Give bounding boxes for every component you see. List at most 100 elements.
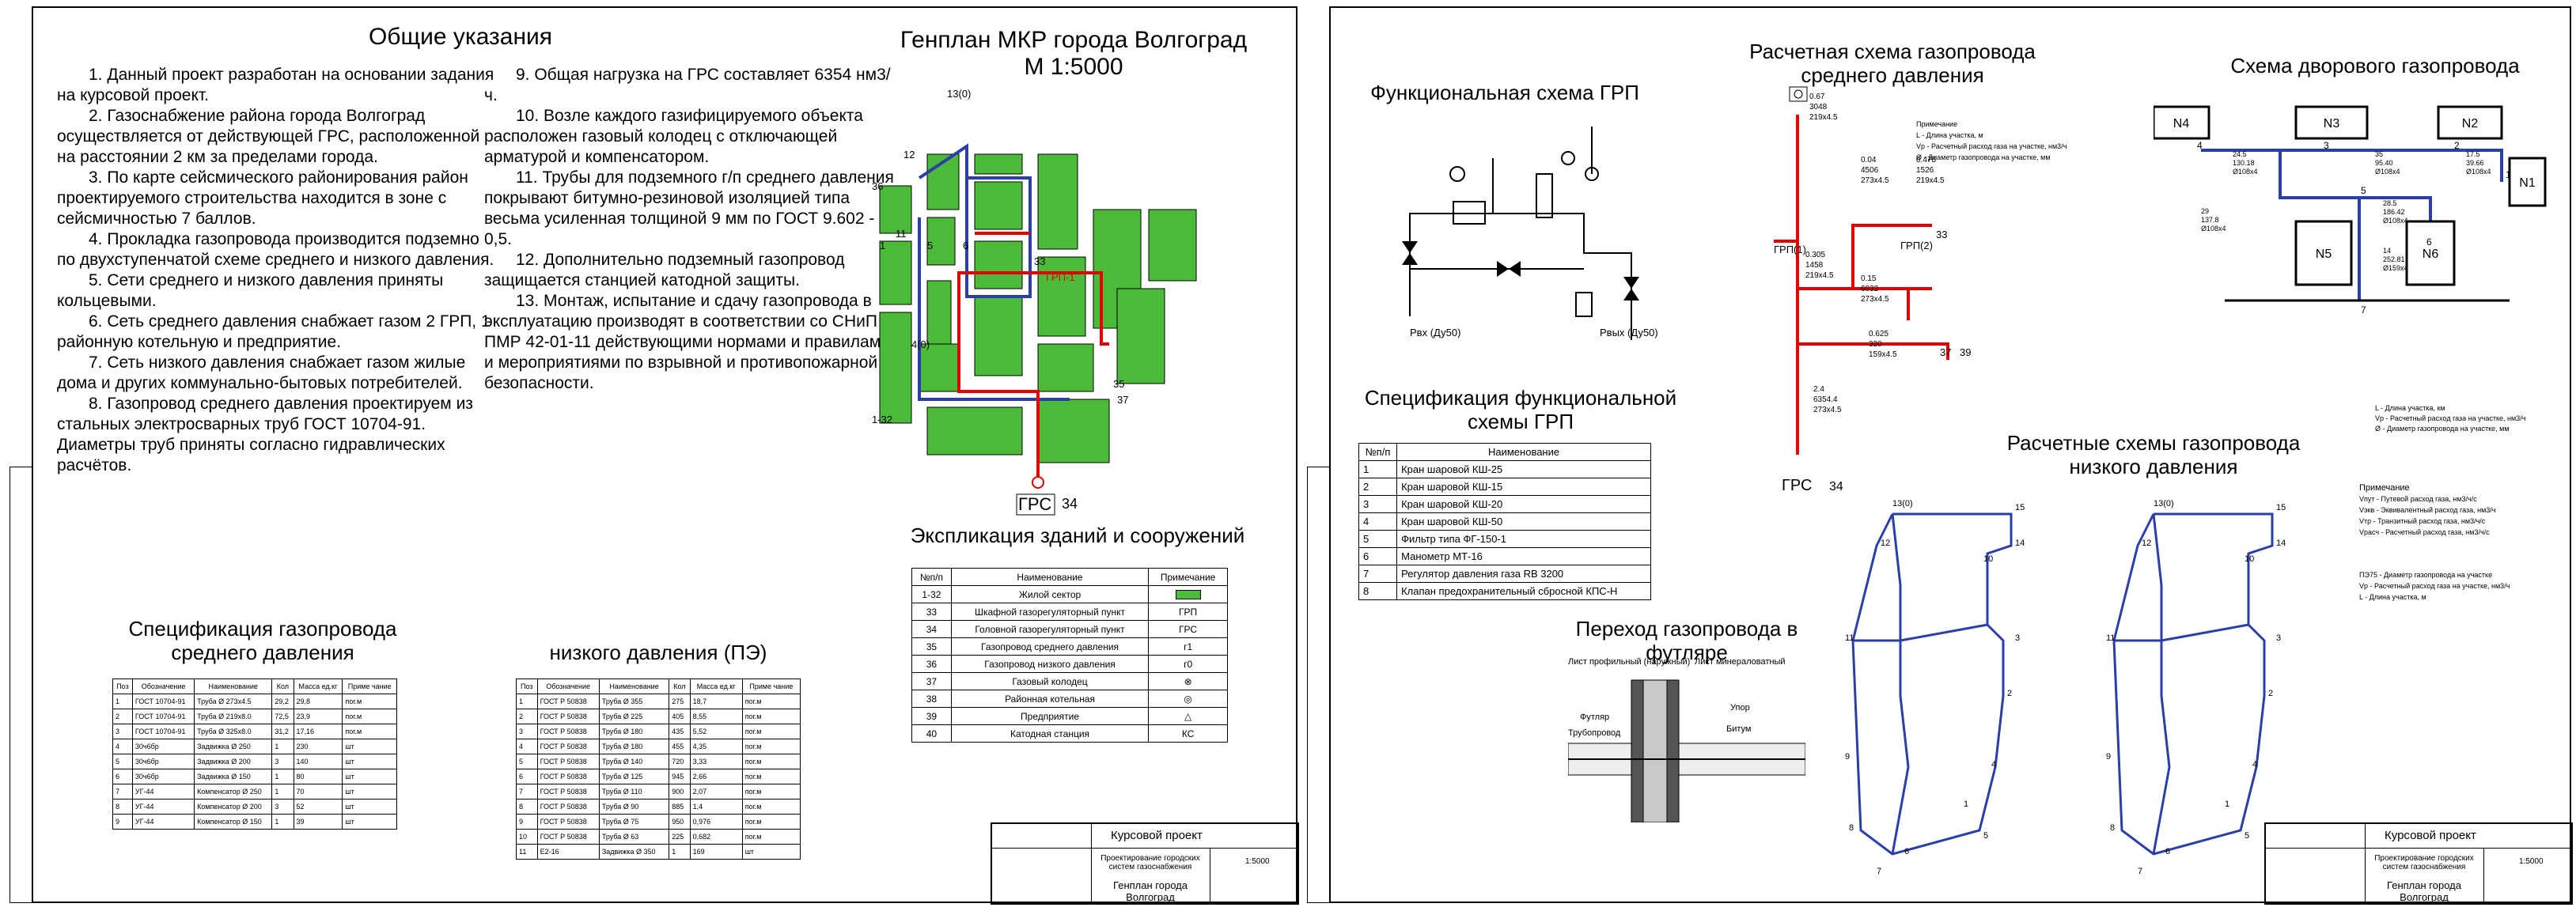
spec-low-cell: 10 — [516, 829, 538, 845]
spec-mid-cell: 17,16 — [293, 724, 343, 739]
spec-low-cell: 2,07 — [689, 784, 743, 799]
yard-seg-label: 28.5 — [2383, 199, 2397, 207]
stamp-grid-rv — [2365, 824, 2366, 903]
spec-mid-cell: шт — [342, 784, 397, 799]
binding-strip — [9, 467, 33, 903]
yard-building — [2294, 105, 2369, 140]
spec-mid-header: Кол — [271, 679, 294, 694]
binding-strip-right — [1307, 467, 1331, 903]
spec-low-cell: пог.м — [741, 829, 801, 845]
plan-label-grp1: ГРП-1 — [1046, 271, 1075, 283]
spec-mid-cell: 7 — [112, 784, 133, 799]
low-node-label: 7 — [1877, 867, 1881, 876]
yard-seg-label: Ø108x4 — [2233, 168, 2258, 176]
spec-mid-cell: 70 — [293, 784, 343, 799]
low-node-label: 2 — [2007, 689, 2012, 698]
green-swatch — [1175, 590, 1201, 600]
spec-low-title: низкого давления (ПЭ) — [549, 641, 767, 664]
spec-low-cell: 8,55 — [689, 709, 743, 724]
building-block — [974, 240, 1023, 289]
expl-cell — [1148, 585, 1228, 603]
medium-pressure-main — [957, 271, 1109, 478]
low-node-label: 12 — [2142, 539, 2151, 548]
low-node-label: 4 — [1991, 760, 1996, 769]
low-node-label: 11 — [2106, 633, 2115, 643]
stamp-grid-r — [2266, 848, 2570, 849]
yard-building-label: N5 — [2316, 248, 2332, 261]
yard-title: Схема дворового газопровода — [2230, 54, 2520, 77]
stamp-sheet-name-r: Генплан города Волгоград — [2387, 879, 2461, 903]
spec-low-cell: ГОСТ Р 50838 — [536, 724, 600, 739]
spec-mid-cell: 3 — [112, 724, 133, 739]
yard-building-label: N3 — [2324, 117, 2340, 130]
spec-mid-cell: 30ч6бр — [131, 769, 195, 784]
spec-low-cell: 18,7 — [689, 694, 743, 709]
building-block — [974, 153, 1023, 175]
mid-top-node — [1789, 86, 1808, 102]
spec-grp-cell: 8 — [1358, 582, 1398, 600]
plan-label-11: 11 — [896, 228, 907, 240]
spec-low-cell: 405 — [669, 709, 691, 724]
yard-legend-d: Ø - Диаметр газопровода на участке, мм — [2375, 425, 2510, 433]
spec-mid-cell: 1 — [271, 814, 294, 830]
spec-low-cell: ГОСТ Р 50838 — [536, 784, 600, 799]
title-block-right: Курсовой проект Проектирование городских… — [2264, 822, 2573, 905]
spec-mid-cell: шт — [342, 799, 397, 815]
expl-cell: ⊗ — [1148, 672, 1228, 690]
low-node-label: 1 — [1964, 799, 1968, 809]
spec-mid-cell: шт — [342, 769, 397, 784]
note-b-3: 12. Дополнительно подземный газопровод з… — [484, 251, 845, 289]
low-node-label: 6 — [2165, 847, 2170, 856]
mid-node-34: 34 — [1829, 480, 1843, 493]
low-title: Расчетные схемы газопровода низкого давл… — [2006, 431, 2301, 478]
low-node-label: 10 — [1983, 554, 1993, 564]
yard-node-5: 5 — [2361, 185, 2366, 196]
spec-mid-cell: 9 — [112, 814, 133, 830]
yard-seg-label: 14 — [2383, 247, 2391, 255]
spec-mid-cell: УГ-44 — [131, 814, 195, 830]
mid-seg-label: 273x4.5 — [1861, 176, 1889, 185]
spec-mid-header: Приме чание — [342, 679, 397, 694]
spec-low-header: Приме чание — [741, 679, 801, 694]
yard-node-3: 3 — [2324, 140, 2329, 151]
yard-seg-label: 95.40 — [2375, 159, 2393, 167]
expl-cell: 39 — [911, 707, 952, 725]
spec-grp-cell: Кран шаровой КШ-20 — [1396, 495, 1651, 513]
yard-building — [2294, 220, 2353, 286]
low-pressure-ring — [1851, 512, 2013, 856]
spec-mid-header: Масса ед.кг — [293, 679, 343, 694]
yard-node-7: 7 — [2361, 304, 2366, 316]
building-block — [926, 217, 956, 266]
spec-grp-cell: Кран шаровой КШ-25 — [1396, 460, 1651, 478]
mid-legend-v: Vр - Расчетный расход газа на участке, н… — [1916, 142, 2067, 150]
spec-mid-cell: 30ч6бр — [131, 754, 195, 769]
spec-low-cell: пог.м — [741, 709, 801, 724]
spec-low-cell: пог.м — [741, 799, 801, 815]
mid-seg-label: 0.625 — [1869, 330, 1888, 338]
yard-building-label: N2 — [2462, 117, 2479, 130]
sleeve-label-pipe: Трубопровод — [1568, 728, 1621, 738]
spec-low-cell: Труба Ø 180 — [598, 739, 670, 754]
right-sheet: Функциональная схема ГРП Рвх (Ду50) Рвых… — [1307, 6, 2573, 905]
yard-seg-label: 137.8 — [2201, 216, 2219, 224]
spec-low-cell: Труба Ø 90 — [598, 799, 670, 815]
expl-cell: КС — [1148, 724, 1228, 743]
spec-grp-cell: Регулятор давления газа RB 3200 — [1396, 565, 1651, 583]
plan-label-36: 36 — [872, 180, 883, 192]
low-pressure-ring — [918, 143, 1032, 298]
plan-label-grs: ГРС — [1018, 494, 1051, 514]
building-block — [926, 406, 1023, 456]
mid-seg-label: 6032 — [1861, 285, 1879, 293]
yard-building-label: N6 — [2423, 248, 2439, 261]
yard-seg-label: 252.81 — [2383, 255, 2405, 263]
spec-grp-cell: Клапан предохранительный сбросной КПС-Н — [1396, 582, 1651, 600]
yard-seg-label: 186.42 — [2383, 208, 2405, 216]
